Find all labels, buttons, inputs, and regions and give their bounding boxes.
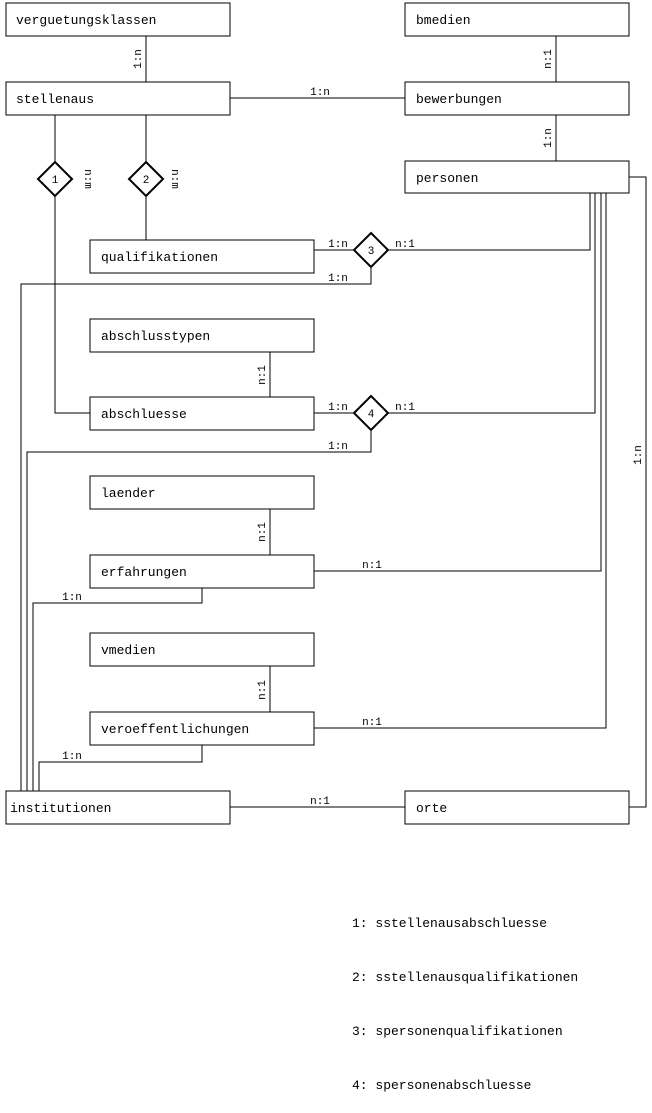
cardinality-label: n:1 xyxy=(362,560,382,572)
entity-label: stellenaus xyxy=(16,92,94,107)
cardinality-labels: 1:n n:1 1:n 1:n n:m n:m 1:n n:1 1:n n:1 … xyxy=(62,49,645,808)
entity-orte: orte xyxy=(404,790,630,825)
relationship-number: 4 xyxy=(368,409,375,421)
relationship-2-diamond: 2 xyxy=(127,160,165,198)
relationship-legend: 1: sstellenausabschluesse 2: sstellenaus… xyxy=(352,879,578,1113)
cardinality-label: 1:n xyxy=(543,128,555,148)
cardinality-label: n:1 xyxy=(395,239,415,251)
cardinality-label: n:1 xyxy=(257,522,269,542)
cardinality-label: n:1 xyxy=(362,717,382,729)
entity-abschluesse: abschluesse xyxy=(89,396,315,431)
relationship-number: 1 xyxy=(52,175,59,187)
entity-veroeffentlichungen: veroeffentlichungen xyxy=(89,711,315,746)
entity-abschlusstypen: abschlusstypen xyxy=(89,318,315,353)
entity-erfahrungen: erfahrungen xyxy=(89,554,315,589)
cardinality-label: 1:n xyxy=(328,273,348,285)
connector-lines xyxy=(20,36,647,808)
cardinality-label: n:1 xyxy=(310,796,330,808)
entity-stellenaus: stellenaus xyxy=(5,81,231,116)
entity-label: abschlusstypen xyxy=(101,329,210,344)
cardinality-label: n:1 xyxy=(257,365,269,385)
legend-item: 2: sstellenausqualifikationen xyxy=(352,970,579,985)
entity-qualifikationen: qualifikationen xyxy=(89,239,315,274)
entity-bewerbungen: bewerbungen xyxy=(404,81,630,116)
relationship-4-diamond: 4 xyxy=(352,394,390,432)
cardinality-label: 1:n xyxy=(133,49,145,69)
cardinality-label: 1:n xyxy=(62,592,82,604)
entity-verguetungsklassen: verguetungsklassen xyxy=(5,2,231,37)
entity-label: institutionen xyxy=(10,801,111,816)
relationship-3-diamond: 3 xyxy=(352,231,390,269)
entity-label: erfahrungen xyxy=(101,565,187,580)
legend-item: 3: spersonenqualifikationen xyxy=(352,1024,563,1039)
entity-vmedien: vmedien xyxy=(89,632,315,667)
er-diagram: verguetungsklassen bmedien stellenaus be… xyxy=(5,2,647,825)
entity-label: qualifikationen xyxy=(101,250,218,265)
entity-label: abschluesse xyxy=(101,407,187,422)
cardinality-label: 1:n xyxy=(328,441,348,453)
cardinality-label: n:m xyxy=(168,169,180,189)
cardinality-label: 1:n xyxy=(633,445,645,465)
cardinality-label: n:1 xyxy=(543,49,555,69)
entity-label: laender xyxy=(101,486,156,501)
entity-label: verguetungsklassen xyxy=(16,13,156,28)
legend-item: 1: sstellenausabschluesse xyxy=(352,916,548,931)
cardinality-label: 1:n xyxy=(328,239,348,251)
cardinality-label: 1:n xyxy=(62,751,82,763)
entity-laender: laender xyxy=(89,475,315,510)
relationship-1-diamond: 1 xyxy=(36,160,74,198)
entity-label: orte xyxy=(416,801,447,816)
entity-label: vmedien xyxy=(101,643,156,658)
entity-institutionen: institutionen xyxy=(5,790,231,825)
entity-personen: personen xyxy=(404,160,630,194)
entity-label: bewerbungen xyxy=(416,92,502,107)
cardinality-label: n:1 xyxy=(257,680,269,700)
entity-label: bmedien xyxy=(416,13,471,28)
cardinality-label: n:1 xyxy=(395,402,415,414)
relationship-number: 3 xyxy=(368,246,375,258)
cardinality-label: 1:n xyxy=(310,87,330,99)
entity-bmedien: bmedien xyxy=(404,2,630,37)
entity-label: personen xyxy=(416,171,478,186)
entity-label: veroeffentlichungen xyxy=(101,722,249,737)
cardinality-label: 1:n xyxy=(328,402,348,414)
cardinality-label: n:m xyxy=(81,169,93,189)
relationship-number: 2 xyxy=(143,175,150,187)
legend-item: 4: spersonenabschluesse xyxy=(352,1078,532,1093)
